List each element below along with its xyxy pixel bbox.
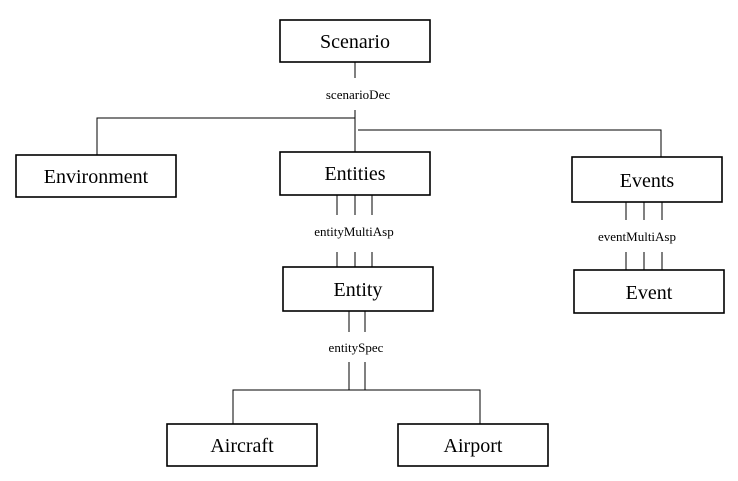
node-scenario-label: Scenario [320,31,390,53]
node-entities-label: Entities [324,163,385,185]
node-environment: Environment [15,154,177,198]
node-event: Event [573,269,725,314]
connector-lines [96,62,663,424]
node-airport: Airport [397,423,549,467]
node-events: Events [571,156,723,203]
node-entity-label: Entity [334,279,383,301]
node-environment-label: Environment [44,166,149,188]
connector-label-scenario-dec: scenarioDec [326,87,390,102]
node-aircraft-label: Aircraft [210,435,274,457]
node-entities: Entities [279,151,431,196]
node-events-label: Events [620,170,675,192]
node-scenario: Scenario [279,19,431,63]
node-event-label: Event [626,282,673,304]
node-aircraft: Aircraft [166,423,318,467]
node-airport-label: Airport [444,435,503,457]
connector-label-entity-multi-asp: entityMultiAsp [314,224,393,239]
connector-label-entity-spec: entitySpec [329,340,384,355]
connector-label-event-multi-asp: eventMultiAsp [598,229,676,244]
node-entity: Entity [282,266,434,312]
